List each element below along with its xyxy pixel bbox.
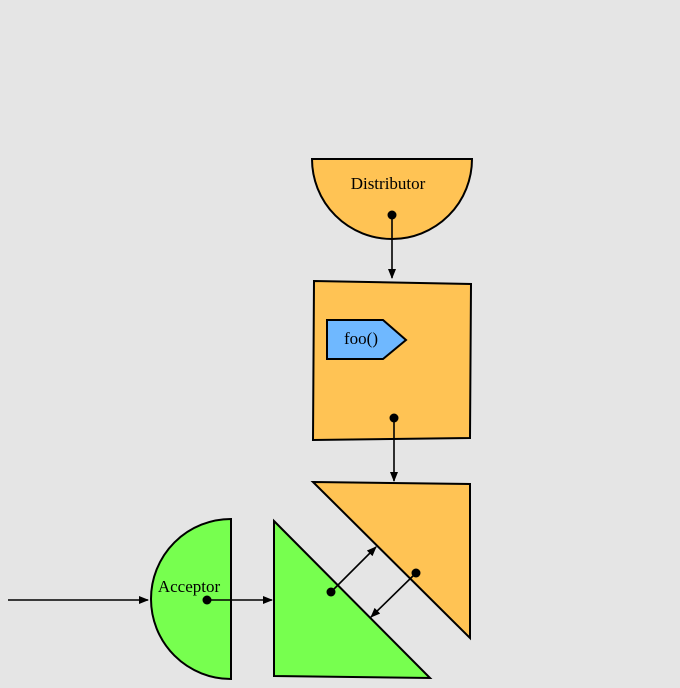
acceptor-label: Acceptor	[158, 577, 221, 596]
foo-label: foo()	[344, 329, 378, 348]
distributor-label: Distributor	[351, 174, 426, 193]
orange-triangle-node[interactable]	[310, 480, 471, 641]
edge-orange-to-green-triangle	[370, 572, 417, 618]
green-triangle-node[interactable]	[273, 518, 433, 680]
distributor-node[interactable]	[310, 158, 474, 240]
acceptor-node[interactable]	[150, 517, 232, 681]
foo-node[interactable]	[326, 319, 408, 360]
edge-green-to-orange-triangle	[330, 546, 377, 593]
